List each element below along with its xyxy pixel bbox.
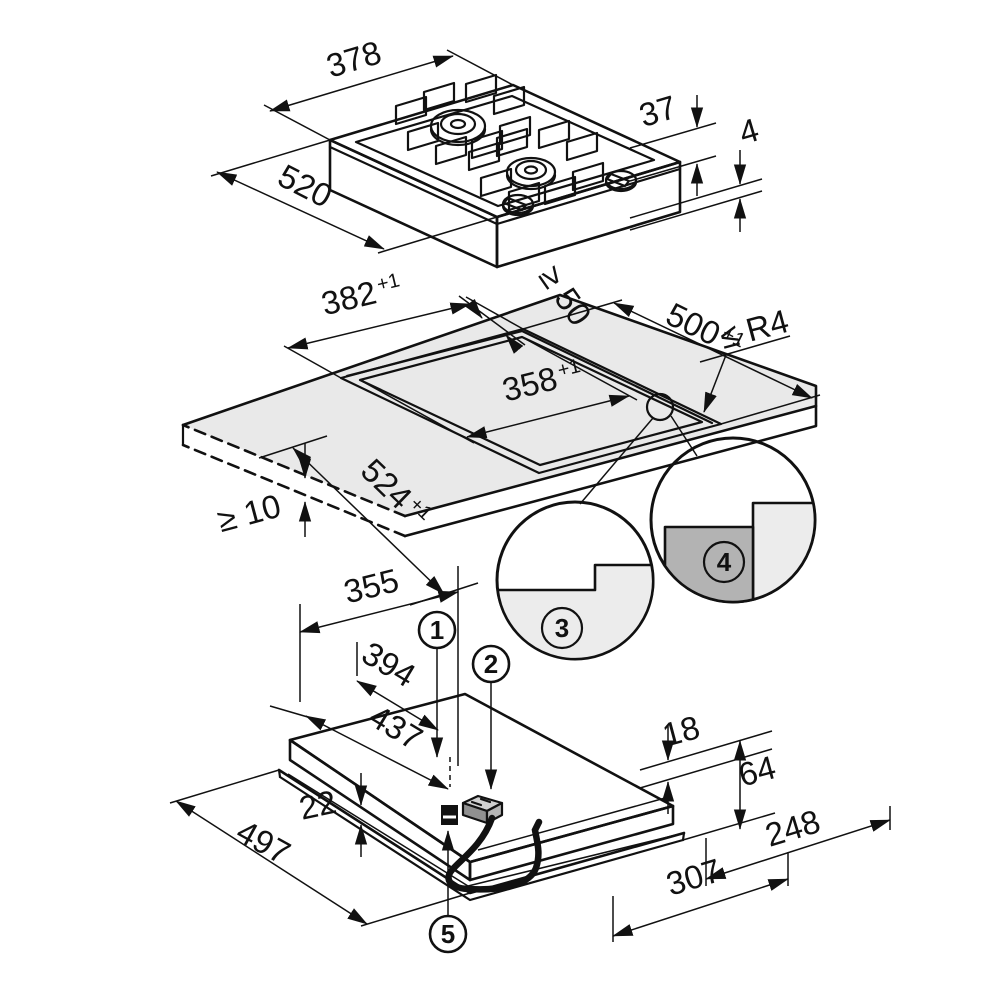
dim-22-label: 22 [296,783,340,827]
svg-text:5: 5 [441,919,455,949]
pan-support-rear [394,73,532,166]
svg-text:2: 2 [484,649,498,679]
dim-248-label: 248 [761,802,824,853]
dim-437: 437 [269,697,451,790]
mains-connection-box [461,794,504,825]
dim-r4-label: ≤ R4 [716,302,793,356]
dim-64-label: 64 [735,748,780,793]
callout-1: 1 [417,610,457,758]
svg-text:1: 1 [430,615,444,645]
dim-307-label: 307 [662,851,725,902]
dim-497-label: 497 [231,812,297,871]
gas-connection [441,805,458,825]
detail-circle-3: 3 [495,500,655,661]
callout-5: 5 [428,830,468,954]
cooktop-plate-edge [328,145,682,226]
dim-248: 248 [705,802,891,886]
cooktop-top-face [328,83,682,219]
callout-2: 2 [471,644,511,790]
burner-front [505,156,557,191]
detail-marker-circle [645,392,675,422]
power-cable [445,814,543,893]
detail-3-number: 3 [555,613,569,643]
detail-circle-4: 4 [649,436,817,604]
dim-18-label: 18 [659,708,704,753]
cooktop-isometric-view: 378 520 37 4 [210,33,763,269]
dim-382-label: 382+1 [318,267,405,322]
dim-520-label: 520 [272,157,338,215]
dim-378-label: 378 [322,33,385,84]
dim-37-label: 37 [635,88,681,134]
cooktop-right-face [495,160,682,269]
detail-4-number: 4 [717,547,732,577]
burner-rear [429,108,487,147]
dim-4: 4 [629,111,763,232]
dim-307: 307 [612,851,789,942]
control-knob-1 [501,193,535,217]
appliance-right-face [468,804,675,882]
dim-4-label: 4 [735,111,763,152]
worktop-cutout-view: 382+1 ≥ 50 500+1 ≤ R4 [181,259,821,661]
dim-394-label: 394 [356,634,422,694]
cooktop-inner-rim [354,94,656,208]
worktop-front-face [405,406,816,536]
dim-10-label: ≥ 10 [213,487,284,539]
dim-355-label: 355 [340,561,402,610]
